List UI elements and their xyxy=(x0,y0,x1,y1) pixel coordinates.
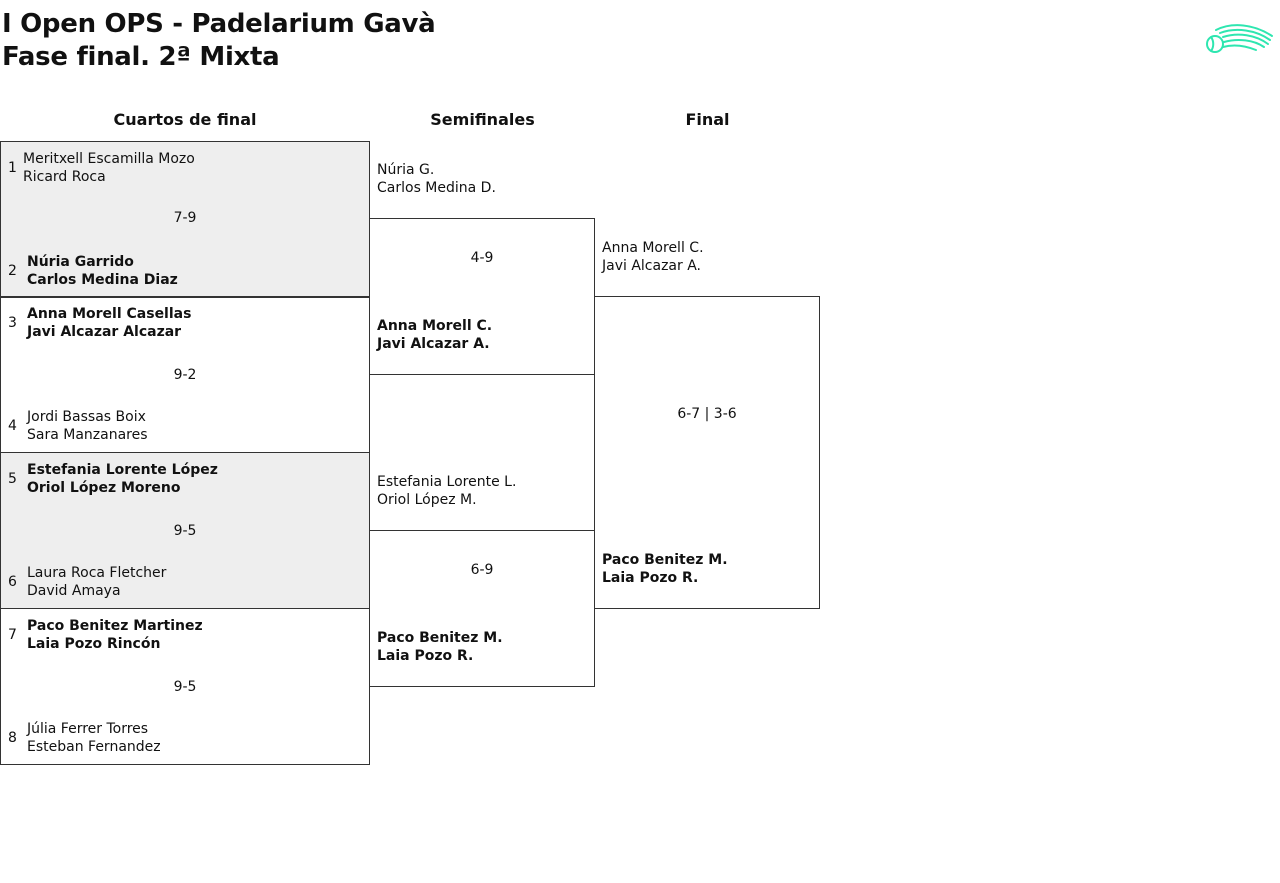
team-entry-winner: Anna Morell Casellas Javi Alcazar Alcaza… xyxy=(27,305,191,341)
column-header-quarterfinals: Cuartos de final xyxy=(113,110,257,129)
player-name: Laia Pozo R. xyxy=(377,648,474,664)
seed-number: 4 xyxy=(8,418,17,434)
semifinal-team-entry-winner: Anna Morell C. Javi Alcazar A. xyxy=(377,317,492,353)
player-name: Núria Garrido xyxy=(27,254,134,270)
player-name: Esteban Fernandez xyxy=(27,739,161,755)
page-title: I Open OPS - Padelarium Gavà xyxy=(2,9,436,39)
player-name: Paco Benitez M. xyxy=(377,630,503,646)
match-score: 9-5 xyxy=(173,679,197,695)
page-subtitle: Fase final. 2ª Mixta xyxy=(2,42,280,72)
player-name: Javi Alcazar A. xyxy=(377,336,490,352)
player-name: Oriol López Moreno xyxy=(27,480,181,496)
quarterfinal-match-1: 1 Meritxell Escamilla Mozo Ricard Roca 7… xyxy=(0,141,370,298)
player-name: Núria G. xyxy=(377,162,435,178)
seed-number: 2 xyxy=(8,263,17,279)
player-name: Jordi Bassas Boix xyxy=(27,409,146,425)
seed-number: 5 xyxy=(8,471,17,487)
player-name: Laura Roca Fletcher xyxy=(27,565,167,581)
player-name: Oriol López M. xyxy=(377,492,477,508)
semifinal-score: 6-9 xyxy=(470,562,494,578)
player-name: Ricard Roca xyxy=(23,169,106,185)
player-name: Javi Alcazar A. xyxy=(602,258,701,274)
column-header-semifinals: Semifinales xyxy=(430,110,535,129)
seed-number: 1 xyxy=(8,160,17,176)
semifinal-score: 4-9 xyxy=(470,250,494,266)
player-name: Meritxell Escamilla Mozo xyxy=(23,151,195,167)
team-entry-winner: Estefania Lorente López Oriol López More… xyxy=(27,461,218,497)
semifinal-team-entry: Estefania Lorente L. Oriol López M. xyxy=(377,473,516,509)
seed-number: 8 xyxy=(8,730,17,746)
seed-number: 7 xyxy=(8,627,17,643)
team-entry-winner: Núria Garrido Carlos Medina Diaz xyxy=(27,253,178,289)
team-entry-winner: Paco Benitez Martinez Laia Pozo Rincón xyxy=(27,617,203,653)
final-team-entry: Anna Morell C. Javi Alcazar A. xyxy=(602,239,704,275)
player-name: Carlos Medina D. xyxy=(377,180,496,196)
player-name: Carlos Medina Diaz xyxy=(27,272,178,288)
player-name: Anna Morell C. xyxy=(377,318,493,334)
player-name: Paco Benitez Martinez xyxy=(27,618,203,634)
match-score: 7-9 xyxy=(173,210,197,226)
match-score: 9-5 xyxy=(173,523,197,539)
semifinal-team-entry-winner: Paco Benitez M. Laia Pozo R. xyxy=(377,629,503,665)
seed-number: 6 xyxy=(8,574,17,590)
semifinal-connector-1 xyxy=(369,218,595,375)
team-entry: Laura Roca Fletcher David Amaya xyxy=(27,564,166,600)
seed-number: 3 xyxy=(8,315,17,331)
padel-ball-logo-icon xyxy=(1204,22,1276,60)
player-name: Javi Alcazar Alcazar xyxy=(27,324,182,340)
column-header-final: Final xyxy=(685,110,730,129)
final-score: 6-7 | 3-6 xyxy=(677,406,737,422)
player-name: Laia Pozo Rincón xyxy=(27,636,161,652)
match-score: 9-2 xyxy=(173,367,197,383)
final-team-entry-winner: Paco Benitez M. Laia Pozo R. xyxy=(602,551,728,587)
quarterfinal-match-2: 3 Anna Morell Casellas Javi Alcazar Alca… xyxy=(0,296,370,453)
player-name: Júlia Ferrer Torres xyxy=(27,721,149,737)
final-connector xyxy=(594,296,820,609)
team-entry: Júlia Ferrer Torres Esteban Fernandez xyxy=(27,720,161,756)
player-name: Paco Benitez M. xyxy=(602,552,728,568)
player-name: Estefania Lorente L. xyxy=(377,474,517,490)
player-name: Anna Morell C. xyxy=(602,240,704,256)
player-name: Laia Pozo R. xyxy=(602,570,699,586)
player-name: Estefania Lorente López xyxy=(27,462,218,478)
team-entry: Meritxell Escamilla Mozo Ricard Roca xyxy=(23,150,195,186)
semifinal-team-entry: Núria G. Carlos Medina D. xyxy=(377,161,496,197)
team-entry: Jordi Bassas Boix Sara Manzanares xyxy=(27,408,148,444)
semifinal-connector-2 xyxy=(369,530,595,687)
player-name: Sara Manzanares xyxy=(27,427,148,443)
player-name: Anna Morell Casellas xyxy=(27,306,192,322)
player-name: David Amaya xyxy=(27,583,121,599)
quarterfinal-match-3: 5 Estefania Lorente López Oriol López Mo… xyxy=(0,452,370,609)
quarterfinal-match-4: 7 Paco Benitez Martinez Laia Pozo Rincón… xyxy=(0,608,370,765)
